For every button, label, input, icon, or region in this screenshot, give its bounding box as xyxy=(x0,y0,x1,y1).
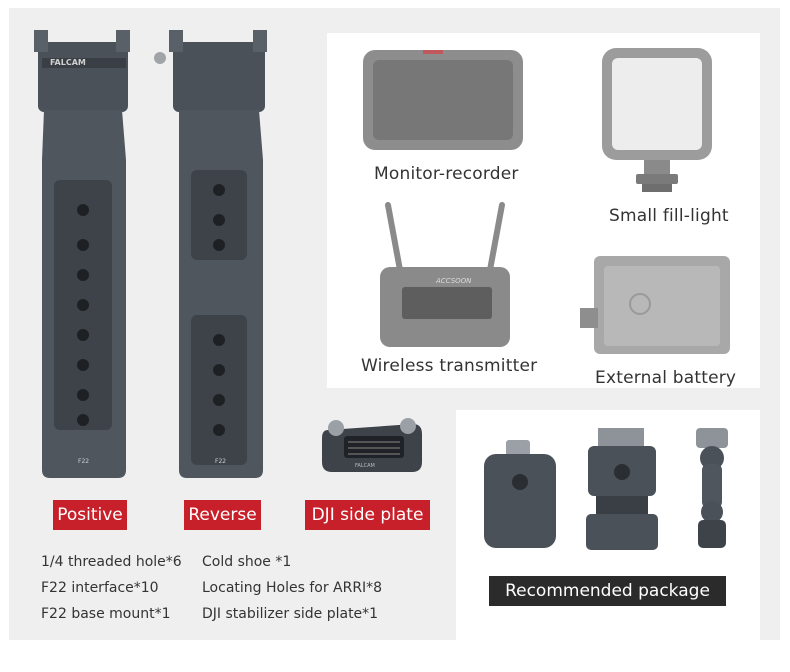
magic-arm-image xyxy=(696,428,728,548)
reverse-arm-image xyxy=(154,30,267,478)
external-battery-label: External battery xyxy=(595,368,737,388)
quick-release-plate-image xyxy=(484,440,556,548)
spec-arri-holes: Locating Holes for ARRI*8 xyxy=(202,580,383,596)
wireless-transmitter-image xyxy=(380,202,510,347)
mount-adapter-image xyxy=(586,428,658,550)
positive-tag: Positive xyxy=(53,500,127,530)
dji-side-plate-logo: FALCAM xyxy=(355,463,375,469)
spec-cold-shoe: Cold shoe *1 xyxy=(202,554,292,570)
spec-dji-side-plate: DJI stabilizer side plate*1 xyxy=(202,606,379,622)
spec-f22-interface: F22 interface*10 xyxy=(41,580,159,596)
dji-side-plate-image xyxy=(322,418,422,472)
spec-f22-base-mount: F22 base mount*1 xyxy=(41,606,171,622)
wireless-transmitter-label: Wireless transmitter xyxy=(361,356,538,376)
external-battery-image xyxy=(580,256,730,354)
positive-arm-image xyxy=(34,30,130,478)
fill-light-label: Small fill-light xyxy=(609,206,729,226)
reverse-tag: Reverse xyxy=(184,500,261,530)
fill-light-image xyxy=(602,48,712,192)
positive-arm-mark: F22 xyxy=(78,458,90,465)
reverse-arm-mark: F22 xyxy=(215,458,227,465)
monitor-recorder-label: Monitor-recorder xyxy=(374,164,519,184)
dji-side-plate-tag: DJI side plate xyxy=(305,500,430,530)
positive-arm-logo: FALCAM xyxy=(50,58,86,67)
monitor-recorder-image xyxy=(363,50,523,150)
transmitter-brand: ACCSOON xyxy=(436,277,472,285)
spec-threaded-hole: 1/4 threaded hole*6 xyxy=(41,554,182,570)
recommended-package-button[interactable]: Recommended package xyxy=(489,576,726,606)
